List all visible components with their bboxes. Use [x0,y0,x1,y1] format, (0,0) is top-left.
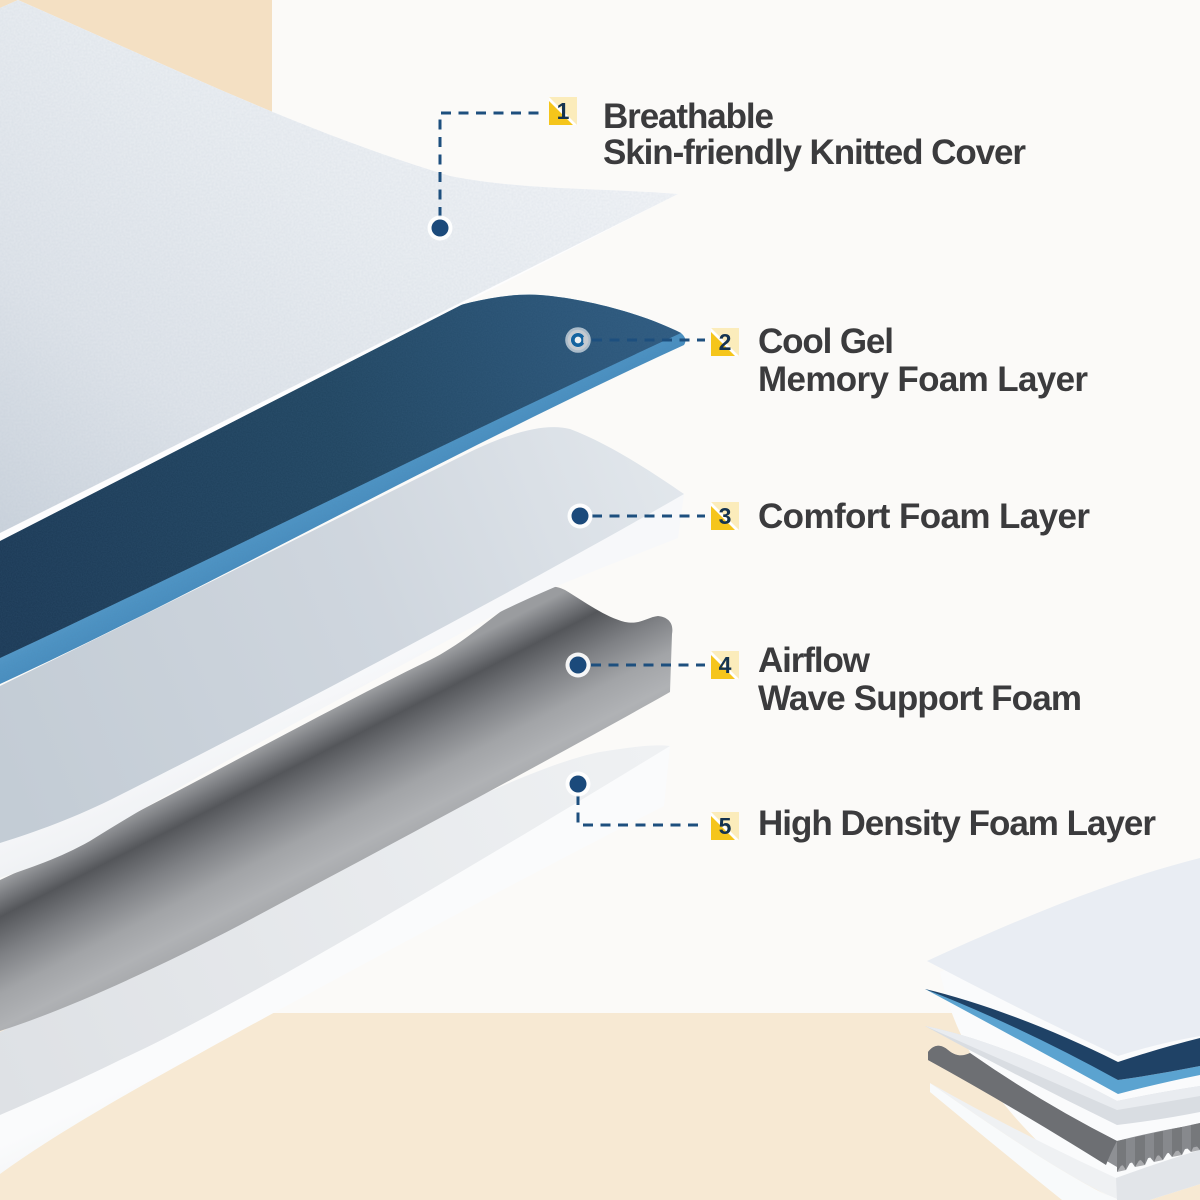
svg-text:1: 1 [557,98,570,124]
svg-text:Breathable: Breathable [603,97,774,136]
svg-text:Comfort Foam Layer: Comfort Foam Layer [758,497,1090,536]
svg-text:Airflow: Airflow [758,641,871,680]
svg-text:2: 2 [719,329,732,355]
svg-text:High Density Foam Layer: High Density Foam Layer [758,804,1156,843]
svg-text:3: 3 [719,503,732,529]
svg-text:Cool Gel: Cool Gel [758,322,894,361]
svg-text:4: 4 [719,652,732,678]
svg-text:5: 5 [719,813,732,839]
svg-text:Skin-friendly Knitted Cover: Skin-friendly Knitted Cover [603,133,1026,172]
svg-text:Memory Foam Layer: Memory Foam Layer [758,360,1088,399]
svg-text:Wave Support Foam: Wave Support Foam [758,679,1082,718]
